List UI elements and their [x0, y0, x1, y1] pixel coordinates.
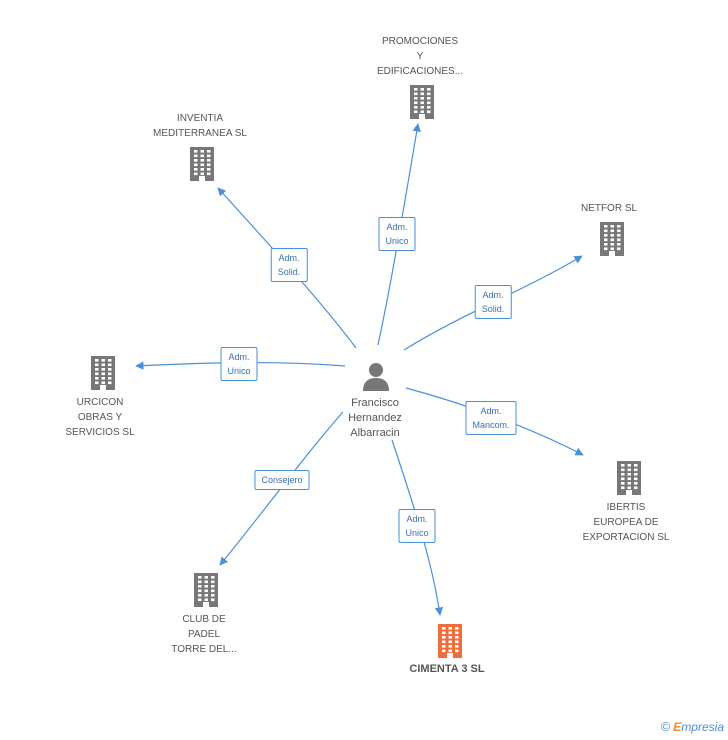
company-label-line: CIMENTA 3 SL: [409, 663, 485, 675]
company-label-line: PADEL: [187, 629, 221, 640]
person-name-line: Albarracin: [350, 427, 400, 439]
brand-initial: E: [673, 720, 682, 734]
company-label-line: OBRAS Y: [77, 412, 123, 423]
brand-name: mpresia: [681, 720, 724, 734]
company-label-line: Y: [416, 51, 424, 62]
company-label-cimenta[interactable]: CIMENTA 3 SL: [409, 662, 484, 677]
building-icon-cimenta[interactable]: [434, 624, 466, 663]
company-label-ibertis[interactable]: IBERTIS EUROPEA DE EXPORTACION SL: [583, 500, 670, 545]
company-label-urcicon[interactable]: URCICON OBRAS Y SERVICIOS SL: [65, 395, 134, 440]
company-label-line: MEDITERRANEA SL: [153, 128, 247, 139]
role-text: Adm.: [482, 290, 504, 300]
role-badge-netfor[interactable]: Adm. Solid.: [474, 285, 512, 319]
company-label-line: IBERTIS: [606, 502, 646, 513]
role-badge-cimenta[interactable]: Adm. Unico: [398, 509, 436, 543]
role-text: Solid.: [277, 267, 301, 277]
company-label-line: PROMOCIONES: [381, 36, 459, 47]
role-text: Adm.: [228, 352, 250, 362]
company-label-line: CLUB DE: [182, 614, 226, 625]
building-icon-ibertis[interactable]: [613, 461, 645, 500]
building-icon-promociones[interactable]: [406, 85, 438, 124]
company-label-inventia[interactable]: INVENTIA MEDITERRANEA SL: [153, 111, 247, 141]
company-label-line: NETFOR SL: [580, 203, 638, 214]
building-icon-urcicon[interactable]: [87, 356, 119, 395]
role-text: Unico: [227, 366, 251, 376]
company-label-club[interactable]: CLUB DE PADEL TORRE DEL...: [171, 612, 236, 657]
role-badge-inventia[interactable]: Adm. Solid.: [270, 248, 308, 282]
role-text: Consejero: [261, 475, 303, 485]
role-text: Unico: [405, 528, 429, 538]
role-text: Adm.: [278, 253, 300, 263]
company-label-line: URCICON: [76, 397, 124, 408]
company-label-line: SERVICIOS SL: [65, 427, 135, 438]
role-text: Adm.: [406, 514, 428, 524]
empresia-logo[interactable]: ©Empresia: [661, 719, 724, 734]
person-icon[interactable]: [361, 361, 391, 396]
role-text: Solid.: [481, 304, 505, 314]
company-label-promociones[interactable]: PROMOCIONES Y EDIFICACIONES...: [377, 34, 463, 79]
company-label-line: EDIFICACIONES...: [376, 66, 464, 77]
company-label-line: INVENTIA: [176, 113, 224, 124]
building-icon-club[interactable]: [190, 573, 222, 612]
copyright-icon: ©: [660, 719, 671, 734]
role-badge-urcicon[interactable]: Adm. Unico: [220, 347, 258, 381]
company-label-line: EXPORTACION SL: [582, 532, 670, 543]
person-name-line: Francisco: [351, 397, 399, 409]
company-label-line: EUROPEA DE: [593, 517, 659, 528]
person-name-line: Hernandez: [348, 412, 402, 424]
role-text: Adm.: [480, 406, 502, 416]
role-badge-ibertis[interactable]: Adm. Mancom.: [465, 401, 517, 435]
role-text: Unico: [385, 236, 409, 246]
company-label-netfor[interactable]: NETFOR SL: [581, 201, 637, 216]
role-text: Adm.: [386, 222, 408, 232]
company-label-line: TORRE DEL...: [171, 644, 237, 655]
role-badge-club[interactable]: Consejero: [254, 470, 310, 490]
building-icon-inventia[interactable]: [186, 147, 218, 186]
role-badge-promociones[interactable]: Adm. Unico: [378, 217, 416, 251]
building-icon-netfor[interactable]: [596, 222, 628, 261]
role-text: Mancom.: [472, 420, 510, 430]
